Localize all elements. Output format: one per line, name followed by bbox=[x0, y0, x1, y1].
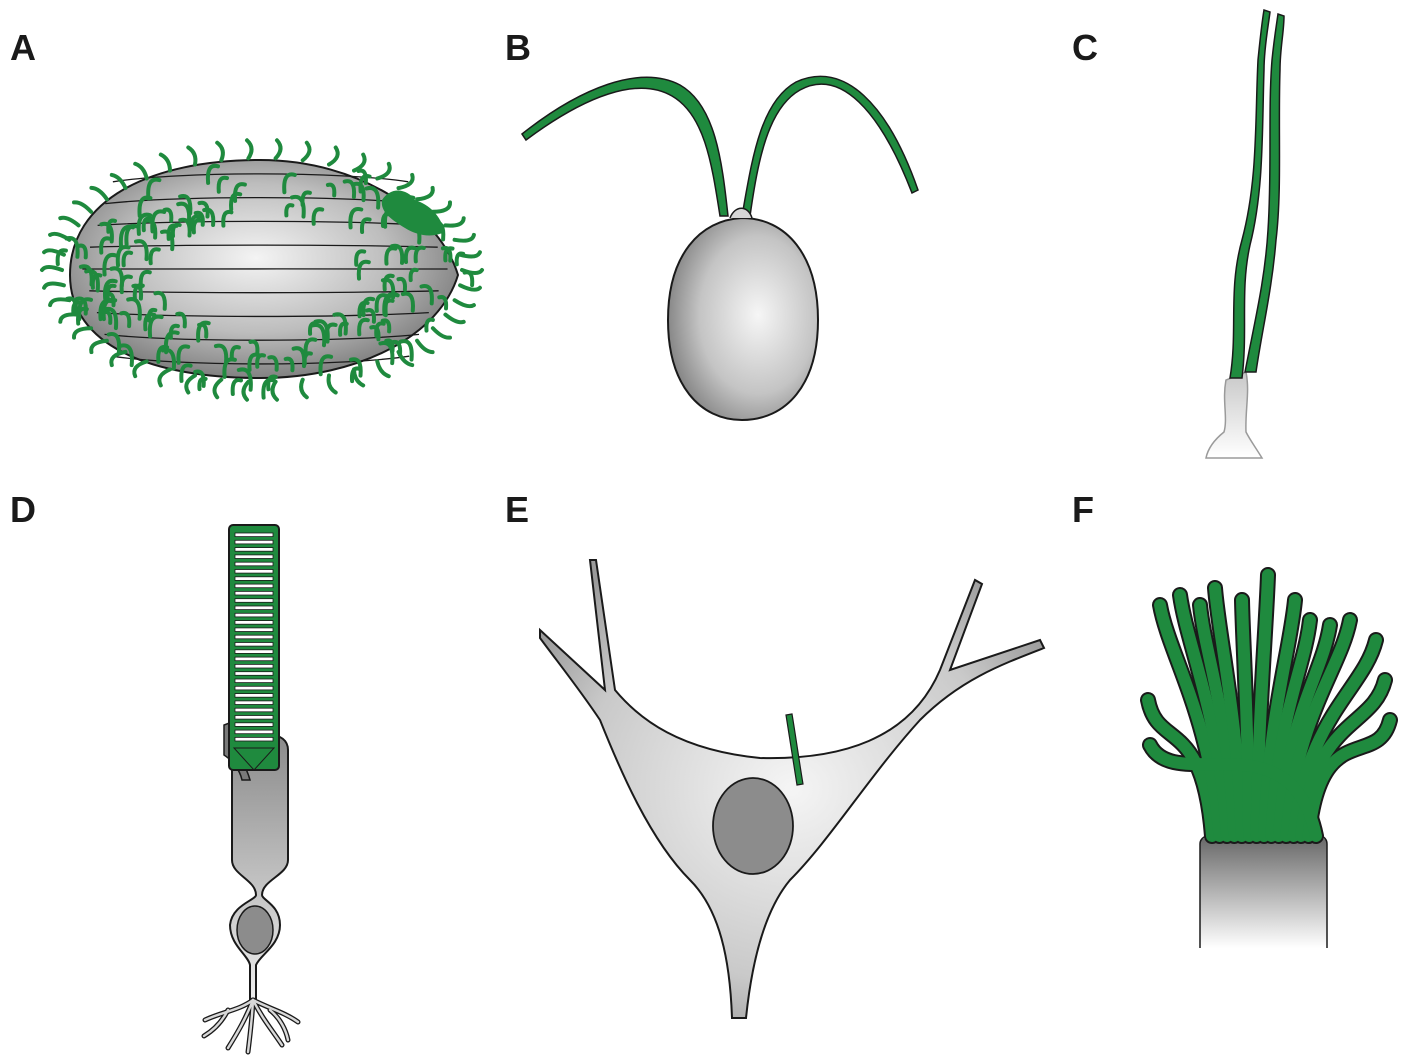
cilium-hook bbox=[354, 155, 365, 171]
cilium-hook bbox=[329, 376, 336, 393]
membrane-disc bbox=[235, 584, 273, 588]
membrane-disc bbox=[235, 679, 273, 683]
biflagellate-cell-b bbox=[522, 76, 918, 420]
cilium-hook bbox=[91, 341, 107, 352]
cilium-hook bbox=[74, 202, 91, 211]
inner-segment-and-body bbox=[230, 735, 288, 1000]
cilium-hook bbox=[134, 362, 146, 377]
membrane-disc bbox=[235, 708, 273, 712]
motile-cilium bbox=[1242, 600, 1249, 836]
cilium-hook bbox=[460, 285, 480, 289]
membrane-disc bbox=[235, 599, 273, 603]
membrane-disc bbox=[235, 694, 273, 698]
membrane-disc bbox=[235, 613, 273, 617]
cilium-hook bbox=[433, 202, 450, 211]
photoreceptor-nucleus bbox=[237, 906, 273, 954]
panel-label-e: E bbox=[505, 489, 529, 530]
cilium-hook bbox=[60, 218, 78, 226]
alga-cell-body bbox=[668, 218, 818, 420]
cilium-hook bbox=[301, 380, 307, 398]
membrane-disc bbox=[235, 723, 273, 727]
cilium-hook bbox=[243, 382, 248, 400]
membrane-disc bbox=[235, 628, 273, 632]
neuron-cell-e bbox=[540, 560, 1044, 1018]
epithelial-cell-column bbox=[1200, 838, 1327, 948]
cilium-hook bbox=[303, 143, 310, 161]
membrane-disc bbox=[235, 701, 273, 705]
ciliate-cell-a bbox=[42, 140, 482, 399]
cilium-hook bbox=[329, 148, 338, 165]
membrane-disc bbox=[235, 716, 273, 720]
cilium-hook bbox=[60, 314, 78, 321]
cilium-hook bbox=[186, 376, 195, 393]
cilium-hook bbox=[247, 140, 252, 158]
membrane-disc bbox=[235, 606, 273, 610]
primary-cilium-pair-c bbox=[1206, 10, 1284, 458]
membrane-disc bbox=[235, 621, 273, 625]
cilium-hook bbox=[377, 164, 389, 179]
cilium-hook bbox=[217, 143, 223, 161]
membrane-disc bbox=[235, 555, 273, 559]
cilium-hook bbox=[462, 270, 482, 273]
membrane-disc bbox=[235, 635, 273, 639]
cilium-hook bbox=[455, 235, 474, 241]
membrane-discs bbox=[235, 533, 273, 741]
panel-label-b: B bbox=[505, 27, 531, 68]
panel-label-f: F bbox=[1072, 489, 1094, 530]
cilium-hook bbox=[272, 382, 277, 400]
membrane-disc bbox=[235, 562, 273, 566]
cilium-hook bbox=[276, 140, 281, 158]
cilium-hook bbox=[42, 267, 62, 270]
membrane-disc bbox=[235, 643, 273, 647]
cilium-hook bbox=[74, 328, 91, 337]
cilium-hook bbox=[188, 148, 195, 165]
cilium-hook bbox=[433, 328, 450, 337]
membrane-disc bbox=[235, 533, 273, 537]
membrane-disc bbox=[235, 686, 273, 690]
membrane-disc bbox=[235, 577, 273, 581]
membrane-disc bbox=[235, 664, 273, 668]
cilium-hook bbox=[417, 341, 433, 352]
cilium-hook bbox=[91, 188, 107, 199]
left-flagellum bbox=[522, 77, 728, 216]
membrane-disc bbox=[235, 540, 273, 544]
cilium-hook bbox=[214, 380, 221, 398]
neuron-soma-and-processes bbox=[540, 560, 1044, 1018]
panel-label-c: C bbox=[1072, 27, 1098, 68]
cilium-hook bbox=[233, 380, 241, 394]
cilium-hook bbox=[445, 218, 463, 225]
cilium-hook bbox=[377, 362, 389, 377]
cilium-hook bbox=[417, 188, 433, 199]
membrane-disc bbox=[235, 570, 273, 574]
cilium-hook bbox=[455, 300, 474, 306]
membrane-disc bbox=[235, 657, 273, 661]
membrane-disc bbox=[235, 672, 273, 676]
photoreceptor-cell-d bbox=[204, 525, 298, 1052]
membrane-disc bbox=[235, 650, 273, 654]
cilium-hook bbox=[135, 164, 147, 179]
cilium-hook bbox=[111, 352, 125, 365]
multiciliated-cell-f bbox=[1148, 575, 1390, 948]
cell-stem bbox=[1206, 372, 1262, 458]
cilium-hook bbox=[161, 155, 170, 171]
cilium-hook bbox=[159, 369, 170, 385]
panel-label-a: A bbox=[10, 27, 36, 68]
membrane-disc bbox=[235, 730, 273, 734]
cilium-hook bbox=[445, 315, 463, 323]
membrane-disc bbox=[235, 548, 273, 552]
cilium-hook bbox=[50, 234, 69, 240]
membrane-disc bbox=[235, 591, 273, 595]
cilium-hook bbox=[50, 299, 69, 305]
membrane-disc bbox=[235, 737, 273, 741]
cilium-hook bbox=[44, 283, 64, 287]
neuron-nucleus bbox=[713, 778, 793, 874]
panel-label-d: D bbox=[10, 489, 36, 530]
right-flagellum bbox=[742, 76, 918, 216]
